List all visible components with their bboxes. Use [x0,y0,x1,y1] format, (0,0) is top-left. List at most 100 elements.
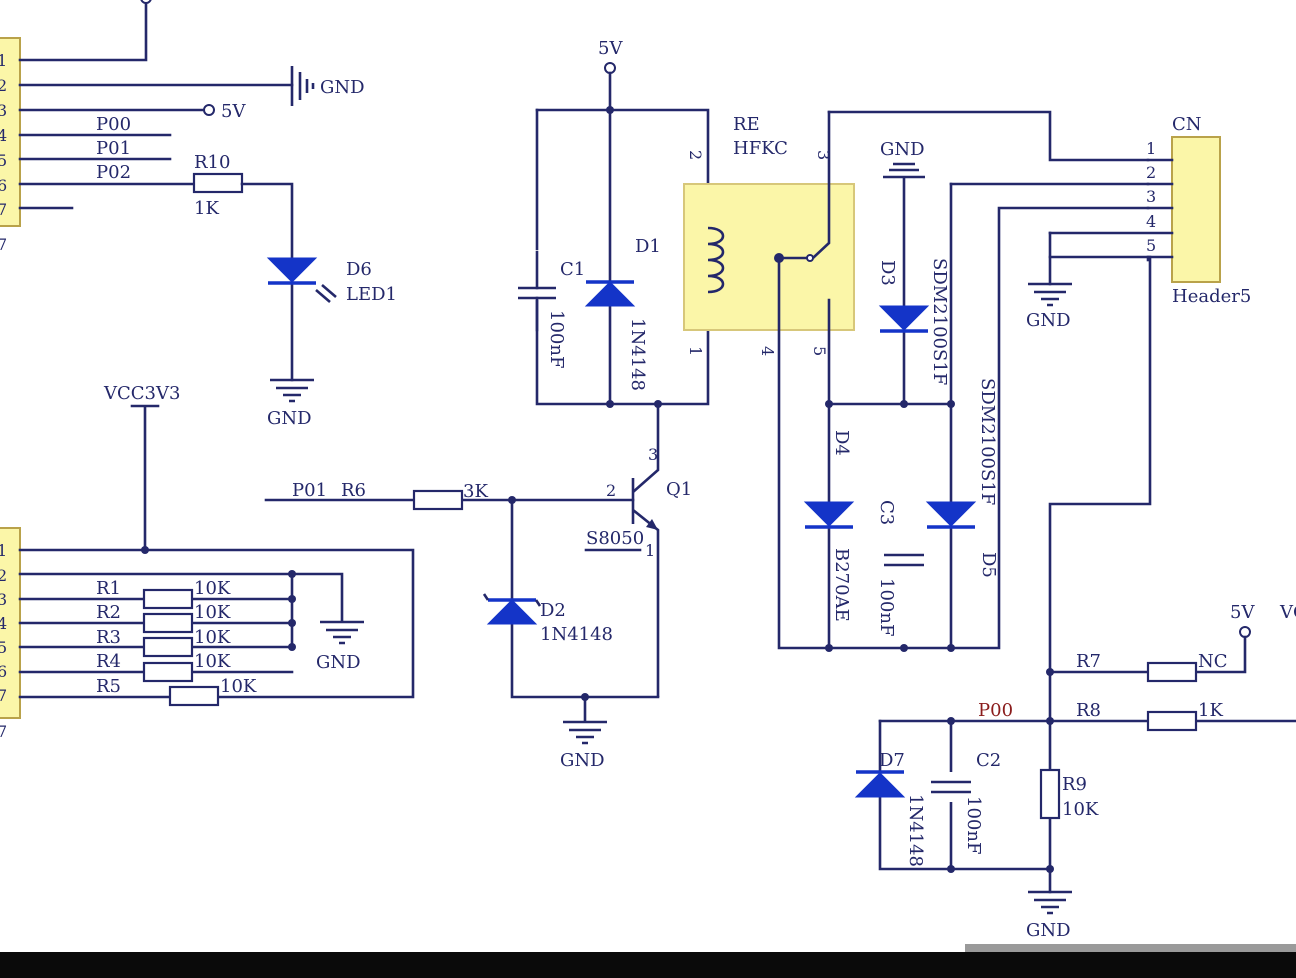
resistor-r5: R5 10K [96,676,257,707]
q1-label: Q1 [666,479,692,500]
r4-label: R4 [96,651,121,672]
pin-label: 5 [0,638,7,657]
pin-label: 7 [0,235,7,254]
diode-d3: D3 SDM2100S1F [877,258,950,385]
ground-symbol: GND [316,620,364,673]
pin-label: 6 [0,662,7,681]
d6-value: LED1 [346,284,397,305]
gnd-label: GND [316,652,361,673]
resistor-r4: R4 10K [96,651,231,683]
protection-network: GND D3 SDM2100S1F D4 B270AE C3 100nF [803,139,1150,652]
5v-label: 5V [221,101,246,122]
c2-label: C2 [976,750,1001,771]
r9-value: 10K [1062,799,1099,820]
pin-label: 3 [0,101,7,120]
c2-value: 100nF [963,796,984,854]
bottom-bar [0,952,1296,978]
pin-label: 5 [810,346,829,356]
5v-label: 5V [598,38,623,59]
gnd-label: GND [267,408,312,429]
d6-label: D6 [346,259,372,280]
r8-value: 1K [1198,700,1223,721]
capacitor-c3: C3 100nF [876,500,924,636]
pin-label: 2 [1146,163,1156,182]
gnd-label: GND [560,750,605,771]
pin-label: 7 [0,722,7,741]
pin-label: 3 [1146,187,1156,206]
d5-value: SDM2100S1F [977,378,998,505]
diode-d4: D4 B270AE [803,430,855,622]
cn-label: CN [1172,114,1202,135]
bottom-tab [965,944,1296,954]
input-network: 5V VC R7 NC P00 R8 1K R9 10K D7 1N [854,602,1296,941]
r5-label: R5 [96,676,121,697]
ground-symbol: GND [267,378,314,429]
d2-value: 1N4148 [540,624,613,645]
r6-value: 3K [463,481,488,502]
d7-label: D7 [879,750,905,771]
net-label-p01: P01 [96,138,131,159]
d1-value: 1N4148 [627,318,648,391]
pin-label: 4 [1146,212,1156,231]
ground-symbol: GND [1026,890,1072,941]
pin-label: 1 [1146,139,1156,158]
ground-symbol: GND [290,66,365,106]
r6-label: R6 [341,480,366,501]
transistor-q1: 2 3 1 Q1 S8050 [584,404,692,697]
d3-value: SDM2100S1F [929,258,950,385]
gnd-label: GND [320,77,365,98]
resistor-r7: R7 NC [1076,651,1228,683]
header-top-left: 1 2 3 4 5 6 7 7 GND 5V P00 P01 P02 R10 1… [0,0,397,429]
5v-label: 5V [1230,602,1255,623]
d4-value: B270AE [831,548,852,622]
pin-label: 4 [0,614,7,633]
net-label-p02: P02 [96,162,131,183]
pin-label: 6 [0,176,7,195]
resistor-r1: R1 10K [96,578,231,610]
d4-label: D4 [831,430,852,456]
r3-label: R3 [96,627,121,648]
pin-label: 2 [0,566,7,585]
d2-label: D2 [540,600,566,621]
resistor-r2: R2 10K [96,602,231,634]
cn-value: Header5 [1172,286,1251,307]
c3-label: C3 [876,500,897,525]
net-label-p01: P01 [292,480,327,501]
r7-value: NC [1198,651,1228,672]
r10-label: R10 [194,152,230,173]
ground-symbol: GND [560,697,607,771]
diode-d7: D7 1N4148 [854,750,926,867]
pin-label: 1 [0,51,7,70]
r8-label: R8 [1076,700,1101,721]
resistor-r8: R8 1K [1076,700,1223,732]
re-label: RE [733,114,760,135]
pin-label: 2 [0,76,7,95]
pin-label: 3 [814,150,833,160]
c1-label: C1 [560,259,585,280]
r2-label: R2 [96,602,121,623]
pin-label: 4 [758,346,777,356]
pin-label: 5 [1146,236,1156,255]
resistor-r3: R3 10K [96,627,231,658]
pin-label: 2 [686,150,705,160]
pin-label: 7 [0,686,7,705]
resistor-r10: R10 1K [192,152,244,219]
capacitor-c1: C1 100nF [518,250,585,368]
ground-symbol: GND [880,139,925,404]
c1-value: 100nF [546,310,567,368]
d5-label: D5 [978,552,999,578]
pin-label: 4 [0,126,7,145]
gnd-label: GND [1026,920,1071,941]
header-bottom-left: 1 2 3 4 5 6 7 7 VCC3V3 R1 10K R2 10K [0,383,415,741]
r4-value: 10K [194,651,231,672]
diode-d2: D2 1N4148 [482,593,613,645]
pin-label: 1 [686,346,705,356]
resistor-r9: R9 10K [1039,768,1099,820]
diode-d5: SDM2100S1F D5 [925,378,999,578]
d1-label: D1 [635,236,661,257]
pin-label: 1 [645,541,655,560]
led-d6: D6 LED1 [266,257,397,305]
r1-label: R1 [96,578,121,599]
relay-re: RE HFKC 2 1 3 4 5 [683,110,1150,652]
gnd-label: GND [1026,310,1071,331]
